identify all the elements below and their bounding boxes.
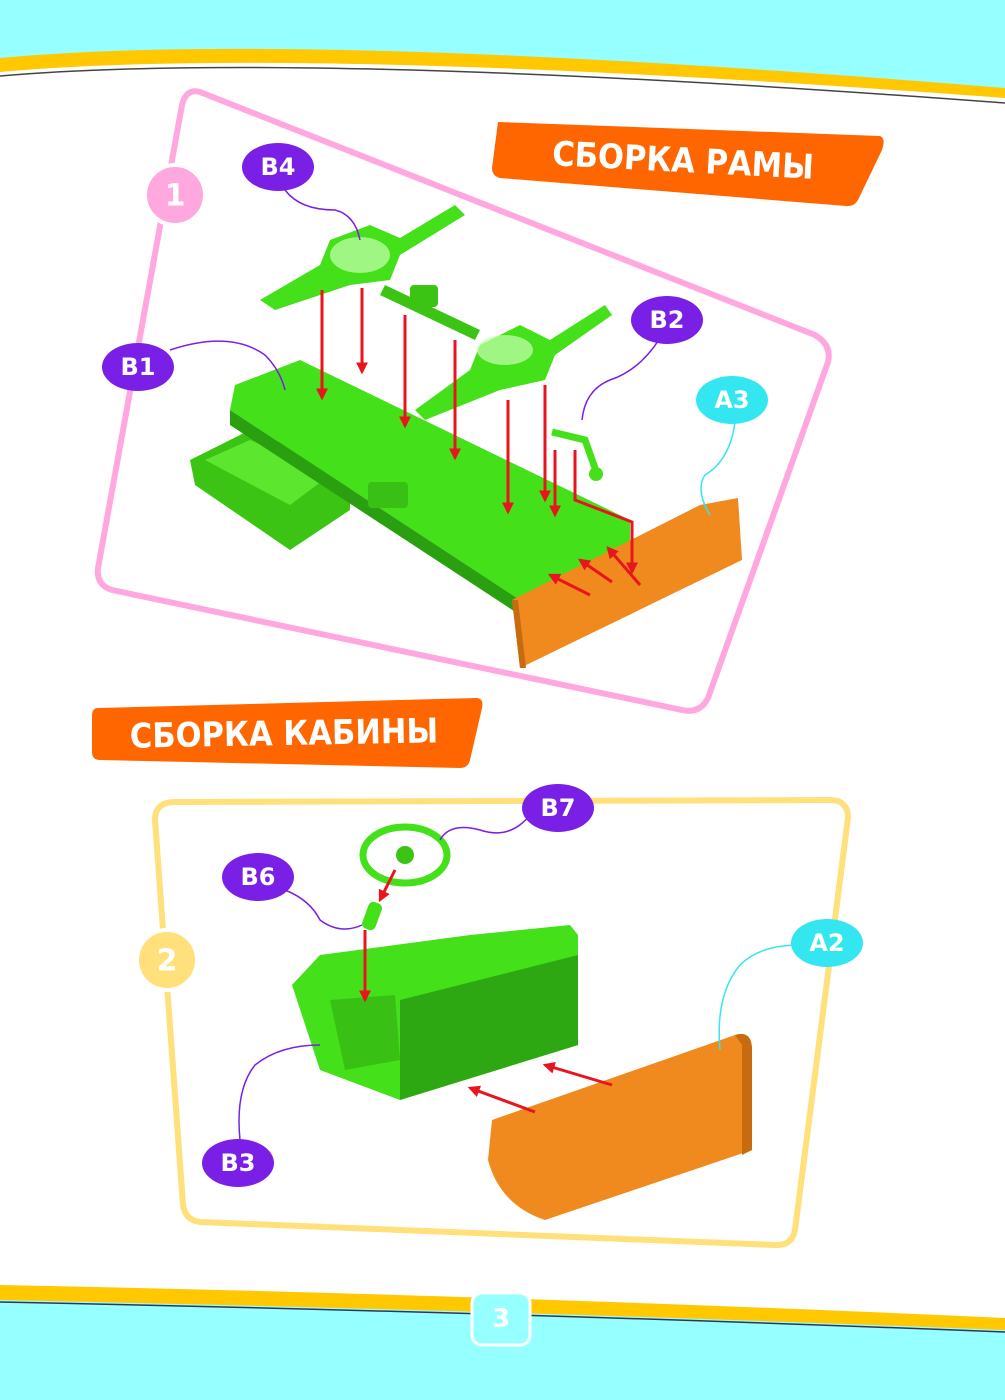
svg-text:B2: B2	[650, 306, 685, 334]
page-number-badge: 3	[470, 1291, 532, 1347]
label-b6: B6	[222, 853, 294, 901]
svg-text:A3: A3	[714, 386, 749, 414]
label-b2: B2	[631, 296, 703, 344]
svg-text:B7: B7	[541, 794, 576, 822]
bumper-part-a2	[488, 1034, 752, 1220]
step2-number: 2	[157, 944, 178, 979]
step1-frame	[94, 88, 832, 714]
axle-part-b4	[260, 205, 465, 310]
leader-b1	[169, 340, 286, 391]
step2-frame	[152, 797, 851, 1249]
label-b1: B1	[102, 343, 174, 391]
bumper-part-a3	[512, 498, 742, 668]
drive-shaft	[380, 285, 480, 340]
top-yellow-band	[0, 48, 1005, 100]
leader-a2	[718, 944, 801, 1051]
axle-part-b2	[415, 305, 612, 420]
svg-text:A2: A2	[809, 929, 844, 957]
page-number: 3	[492, 1304, 510, 1334]
step1-arrows	[316, 288, 642, 597]
label-a3: A3	[696, 376, 768, 424]
svg-text:B3: B3	[221, 1149, 256, 1177]
label-b4: B4	[242, 143, 314, 191]
pipe-part	[551, 428, 603, 481]
column-part-b6	[362, 901, 382, 931]
leader-b2	[581, 337, 661, 421]
step2-title: СБОРКА КАБИНЫ	[129, 711, 438, 756]
leader-b4	[284, 189, 361, 241]
white-page	[0, 62, 1005, 1326]
top-divider-line	[0, 66, 1005, 104]
svg-text:B4: B4	[261, 153, 296, 181]
step1-number: 1	[165, 179, 186, 214]
leader-b6	[284, 889, 363, 930]
leader-b7	[439, 814, 531, 841]
svg-text:B1: B1	[121, 353, 156, 381]
leader-a3	[700, 421, 736, 516]
step2-title-banner: СБОРКА КАБИНЫ	[92, 698, 483, 768]
leader-b3	[238, 1044, 321, 1141]
label-b3: B3	[202, 1139, 274, 1187]
step1-badge: 1	[143, 163, 207, 227]
label-b7: B7	[522, 784, 594, 832]
step2-arrows	[359, 869, 613, 1114]
step1-title-banner: СБОРКА РАМЫ	[492, 122, 884, 207]
label-a2: A2	[791, 919, 863, 967]
steering-wheel-part-b7	[359, 823, 451, 887]
svg-text:B6: B6	[241, 863, 276, 891]
step2-badge: 2	[135, 928, 199, 992]
